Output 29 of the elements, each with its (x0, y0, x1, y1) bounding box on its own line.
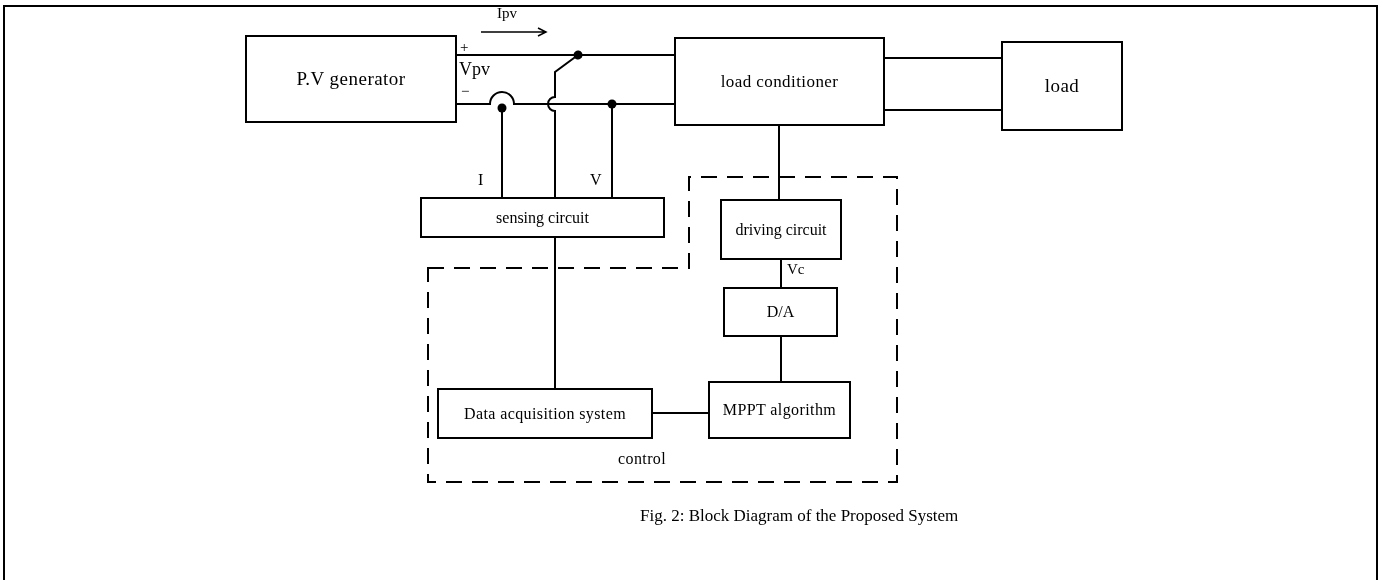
group-label: control (618, 449, 667, 469)
wire (884, 57, 1002, 59)
block: driving circuit (720, 199, 842, 260)
wire (780, 336, 782, 382)
signal-label: Ipv (497, 6, 517, 21)
caption: Fig. 2: Block Diagram of the Proposed System (640, 505, 959, 527)
wire (607, 99, 617, 198)
wire (884, 109, 1002, 111)
block: MPPT algorithm (708, 381, 851, 439)
block: load conditioner (674, 37, 885, 126)
wire (456, 54, 675, 56)
wire (456, 91, 675, 105)
block: P.V generator (245, 35, 457, 123)
block: Data acquisition system (437, 388, 653, 439)
signal-label: V (590, 172, 602, 188)
wire (780, 259, 782, 288)
signal-label: I (478, 172, 484, 188)
wire (554, 237, 556, 389)
signal-label: Vpv (459, 60, 490, 78)
signal-label: + (460, 40, 469, 55)
edge-label: Vc (786, 262, 806, 277)
wire (547, 50, 583, 198)
wire (778, 125, 780, 200)
block: sensing circuit (420, 197, 665, 238)
signal-label: − (461, 84, 470, 99)
wire (497, 103, 507, 198)
block: load (1001, 41, 1123, 131)
wire (652, 412, 709, 414)
block: D/A (723, 287, 838, 337)
